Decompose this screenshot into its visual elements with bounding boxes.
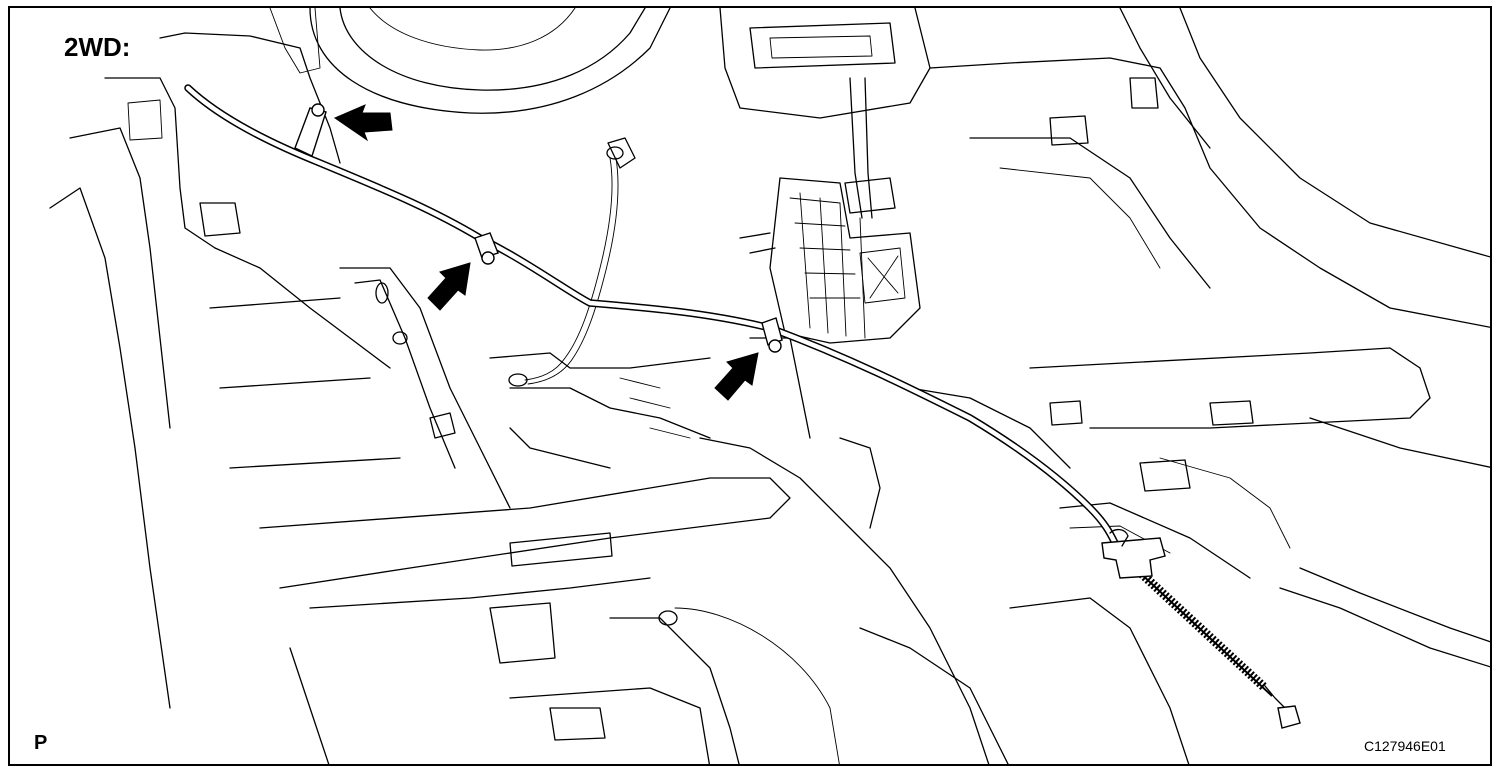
- brake-line: [524, 137, 636, 385]
- center-console: [719, 8, 931, 344]
- floor-pan: [209, 267, 1071, 764]
- variant-label: 2WD:: [60, 32, 135, 63]
- arrow-clip-2-icon: [427, 262, 471, 311]
- figure-code: C127946E01: [1364, 738, 1446, 754]
- diagram-frame: 2WD: P C127946E01: [8, 6, 1492, 766]
- dashboard-left: [49, 8, 391, 709]
- corner-label: P: [34, 732, 48, 754]
- vehicle-floor-illustration: [49, 8, 1490, 764]
- right-floor-structure: [929, 8, 1490, 668]
- steering-wheel: [309, 8, 671, 114]
- parking-brake-cable: [184, 84, 1301, 729]
- arrow-clip-3-icon: [714, 352, 759, 401]
- cable-clamps: [294, 103, 1166, 579]
- arrow-clip-1-icon: [333, 104, 393, 142]
- callout-arrows: [333, 104, 759, 401]
